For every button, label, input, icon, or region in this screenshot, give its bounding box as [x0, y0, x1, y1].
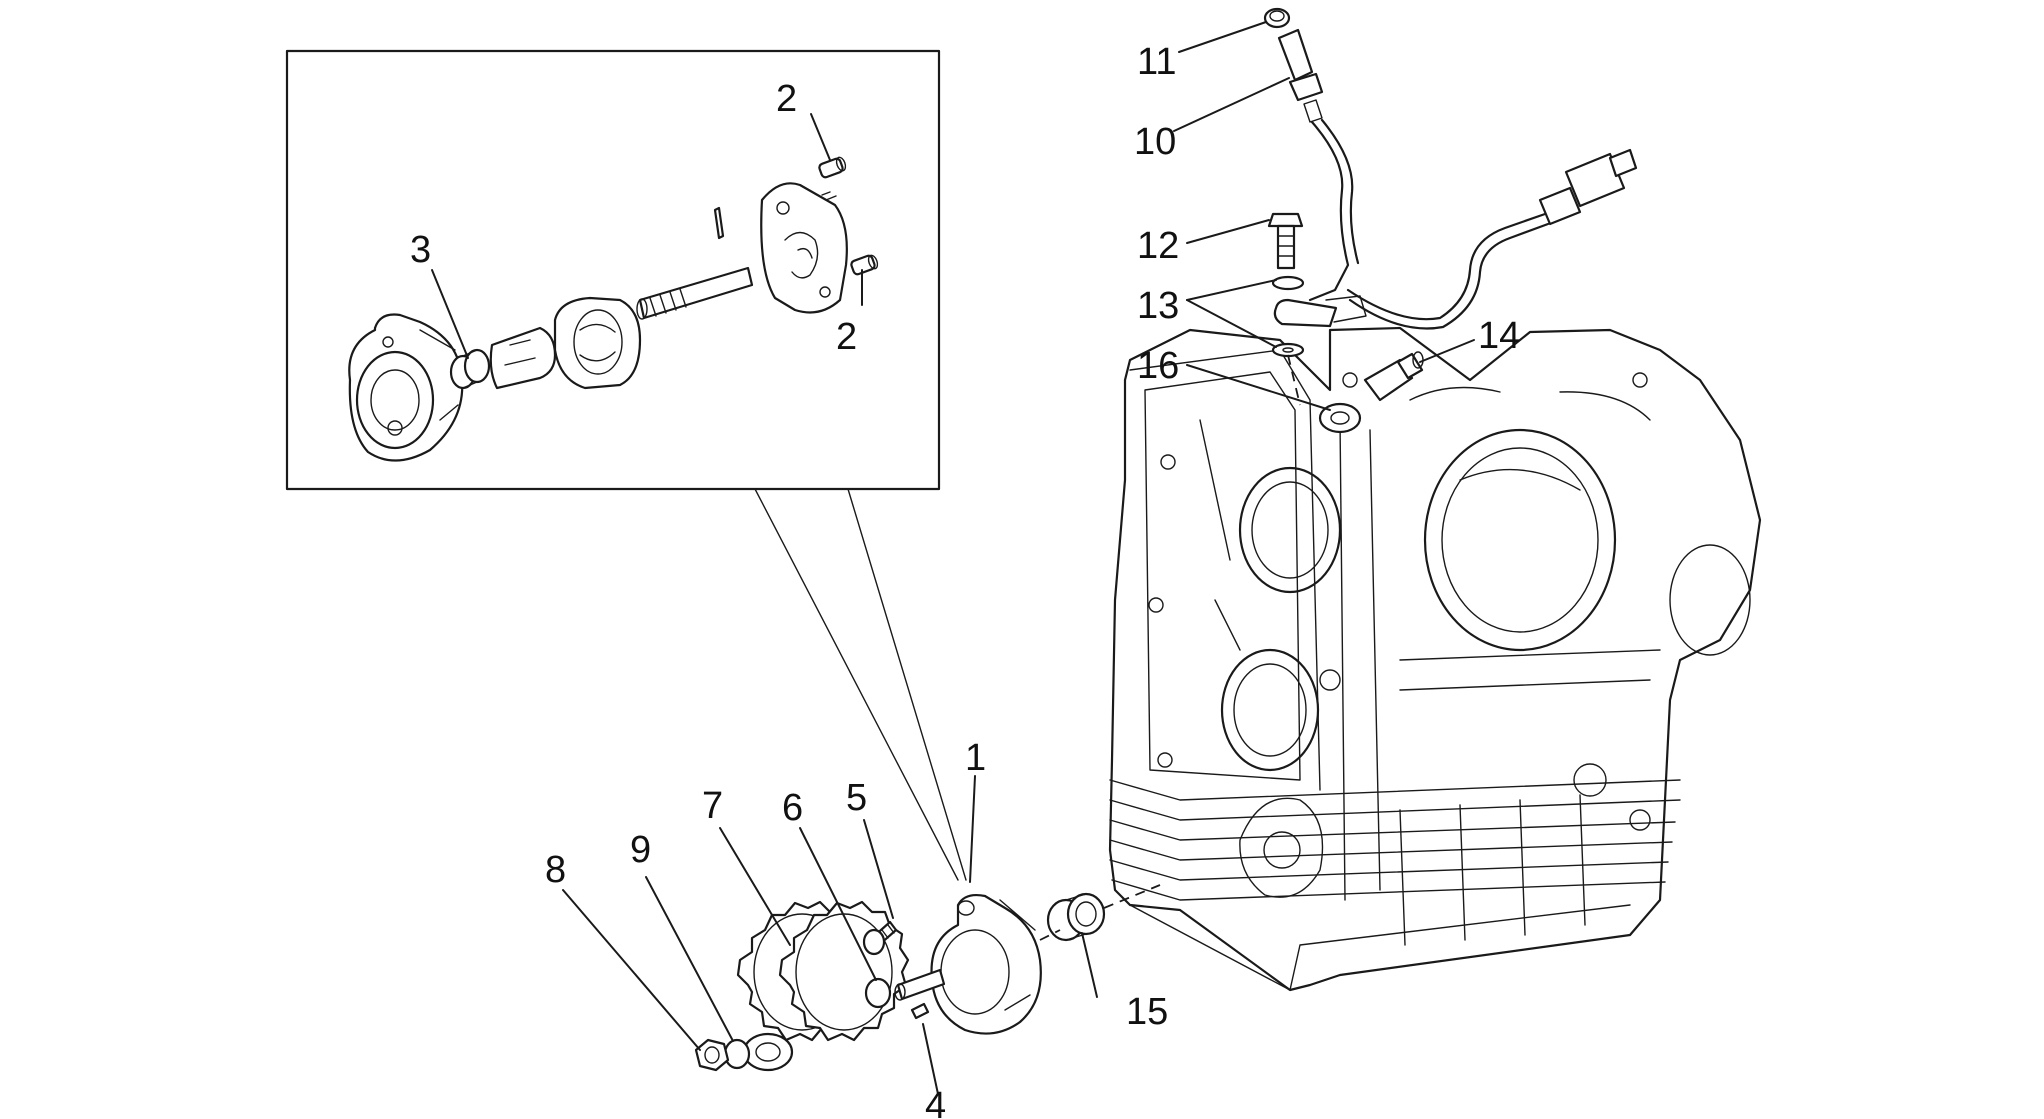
pump-bushing: [1046, 892, 1106, 942]
inset-pump-shaft: [636, 266, 754, 320]
inset-dowel-pin-upper: [818, 156, 847, 179]
inset-detail-box: [285, 49, 967, 881]
callout-15: 15: [1126, 991, 1168, 1033]
callout-13: 13: [1137, 285, 1179, 327]
callout-2-lower: 2: [836, 316, 857, 358]
inset-projection-line-left: [754, 488, 959, 881]
sprocket-washer: [723, 1038, 751, 1070]
callout-7: 7: [702, 785, 723, 827]
shaft-key: [910, 1002, 930, 1020]
callout-6: 6: [782, 787, 803, 829]
callout-8: 8: [545, 849, 566, 891]
inset-cover-plate: [760, 182, 848, 314]
crankcase: [1108, 326, 1762, 992]
sealing-washer-lower: [1271, 342, 1305, 358]
callout-12: 12: [1137, 225, 1179, 267]
inset-pump-housing: [348, 313, 464, 462]
pump-screw: [862, 920, 898, 956]
inset-inner-rotor: [489, 326, 557, 390]
callout-10: 10: [1134, 121, 1176, 163]
oil-fitting: [1363, 351, 1424, 402]
inset-projection-line-right: [847, 488, 967, 881]
inset-pin: [713, 206, 725, 240]
inset-bushing: [449, 348, 491, 390]
pump-washer: [864, 977, 892, 1009]
inset-dowel-pin-lower: [850, 254, 879, 276]
callout-5: 5: [846, 777, 867, 819]
callout-11: 11: [1137, 41, 1176, 83]
sprocket-nut: [694, 1038, 730, 1072]
callout-3: 3: [410, 229, 431, 271]
callout-16: 16: [1137, 345, 1179, 387]
callouts: 1 2 2 3 4 5 6 7 8 9 10 11 12 13 14 15 16: [410, 41, 1520, 1119]
callout-1: 1: [965, 737, 986, 779]
callout-2-upper: 2: [776, 78, 797, 120]
callout-4: 4: [925, 1085, 946, 1119]
inset-outer-rotor: [553, 296, 642, 390]
leader-lines: [431, 21, 1475, 1095]
pressure-switch-sensor: [1277, 28, 1324, 123]
banjo-bolt: [1267, 212, 1304, 270]
pressure-switch-cap: [1263, 7, 1291, 29]
sealing-washer-upper: [1271, 275, 1305, 291]
callout-14: 14: [1478, 315, 1520, 357]
oil-pump: [894, 893, 1042, 1035]
callout-9: 9: [630, 829, 651, 871]
oil-pipe: [1273, 118, 1638, 330]
